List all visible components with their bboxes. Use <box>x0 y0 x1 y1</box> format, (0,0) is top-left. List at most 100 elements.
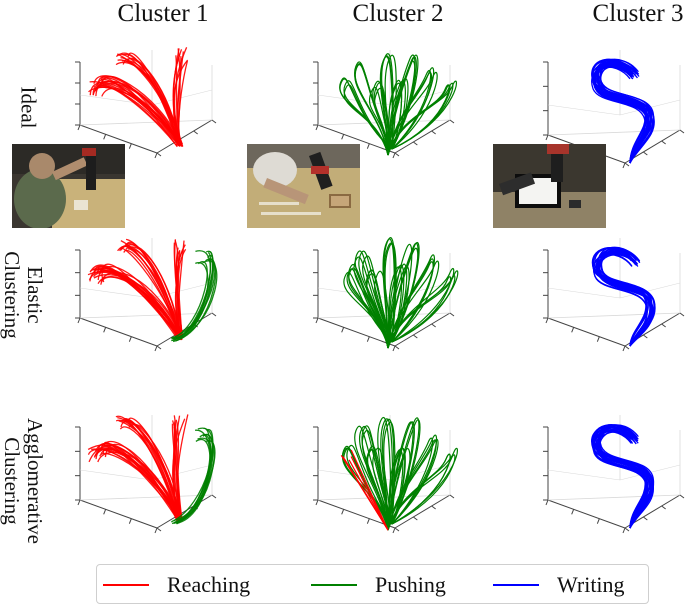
writing-trajectory <box>592 427 648 529</box>
column-title-cluster-2: Cluster 2 <box>352 0 444 27</box>
reaching-spikes-trajectory <box>174 240 181 340</box>
legend-item-pushing: Pushing <box>311 572 446 597</box>
pushing-trajectory <box>366 269 393 349</box>
pushing-trajectory <box>369 86 393 156</box>
row-label-agglomerative-line2: Clustering <box>0 437 24 525</box>
writing-trajectory <box>596 250 651 347</box>
reaching-spikes <box>171 414 189 523</box>
pushing-leaves <box>171 250 218 343</box>
reaching-mixed <box>340 449 389 531</box>
pushing-trajectory <box>387 276 452 349</box>
pushing-trajectory <box>387 267 455 349</box>
plot-agglomerative-cluster-3 <box>543 415 685 534</box>
legend-item-reaching: Reaching <box>103 572 251 597</box>
pushing-trajectory <box>380 55 394 156</box>
row-label-agglomerative-line1: Agglomerative <box>23 418 47 544</box>
pushing-trajectory <box>387 447 458 531</box>
writing-trajectory <box>597 431 652 529</box>
writing-trajectory <box>591 58 646 164</box>
reaching-fan-up-trajectory <box>125 418 182 521</box>
reaching-fan-left <box>88 75 184 148</box>
reaching-fan-left <box>87 263 184 341</box>
legend-swatch-writing <box>493 584 539 586</box>
plot-agglomerative-cluster-1 <box>75 414 217 534</box>
pushing-trajectory <box>387 265 410 349</box>
reaching-trajectory <box>348 459 389 531</box>
legend-label-reaching: Reaching <box>167 572 251 597</box>
pushing-leaves-trajectory <box>175 427 214 524</box>
legend-item-writing: Writing <box>493 572 625 597</box>
pushing-trajectory <box>374 270 393 349</box>
writing-s-curve <box>591 424 655 529</box>
reaching-spikes-trajectory <box>176 240 185 338</box>
pushing-trajectory <box>343 271 393 349</box>
reaching-fan-left-trajectory <box>89 264 180 338</box>
pushing-trajectory <box>339 78 393 156</box>
pushing-trajectory <box>387 454 456 531</box>
pushing-trajectory <box>387 264 405 349</box>
row-label-agglomerative-clustering: Agglomerative Clustering <box>0 406 47 556</box>
writing-trajectory <box>593 66 649 164</box>
pushing-trajectory <box>373 82 393 156</box>
pushing-trajectory <box>387 449 404 531</box>
column-title-cluster-1: Cluster 1 <box>117 0 209 27</box>
reaching-fan-up <box>117 238 184 340</box>
reaching-trajectory <box>340 454 389 531</box>
axes-box <box>313 50 455 159</box>
reaching-fan-up-trajectory <box>125 238 181 338</box>
pushing-tulip <box>339 53 457 156</box>
reaching-spikes-trajectory <box>177 248 187 340</box>
reaching-fan-left-trajectory <box>95 84 178 147</box>
pushing-tulip <box>341 416 458 531</box>
reaching-spikes-trajectory <box>175 247 181 337</box>
plot-ideal-cluster-1 <box>75 47 217 159</box>
row-label-elastic-line1: Elastic <box>23 266 47 324</box>
plot-agglomerative-cluster-2 <box>313 415 458 534</box>
legend-swatch-reaching <box>103 584 149 586</box>
pushing-trajectory <box>387 448 411 531</box>
plot-ideal-cluster-3 <box>543 50 685 169</box>
reaching-spikes-trajectory <box>173 47 188 146</box>
row-label-ideal-line1: Ideal <box>16 86 41 129</box>
writing-trajectory <box>598 254 654 347</box>
pushing-trajectory <box>387 274 456 349</box>
reaching-fan-left-trajectory <box>100 449 180 519</box>
reaching-fan-left-trajectory <box>101 270 182 341</box>
writing-trajectory <box>597 246 653 347</box>
plot-elastic-cluster-1 <box>75 238 218 352</box>
reaching-fan-up-trajectory <box>122 53 180 145</box>
pushing-trajectory <box>387 417 420 531</box>
pushing-trajectory <box>354 250 393 349</box>
row-label-elastic-line2: Clustering <box>0 251 24 339</box>
column-title-cluster-3: Cluster 3 <box>592 0 684 27</box>
pushing-trajectory <box>387 78 409 156</box>
reaching-fan-up-trajectory <box>123 249 182 340</box>
pushing-trajectory <box>387 84 450 156</box>
pushing-trajectory <box>387 453 451 531</box>
reaching-fan-up-trajectory <box>115 53 179 145</box>
row-label-ideal: Ideal <box>16 78 41 138</box>
photo-pushing-demo <box>247 144 360 228</box>
reaching-fan-left-trajectory <box>92 85 179 145</box>
legend-label-pushing: Pushing <box>375 572 446 597</box>
reaching-spikes-trajectory <box>172 49 183 147</box>
photo-reaching-demo <box>12 144 125 228</box>
plot-ideal-cluster-2 <box>313 50 457 159</box>
legend: Reaching Pushing Writing <box>96 564 649 604</box>
reaching-spikes <box>172 47 189 147</box>
reaching-fan-left-trajectory <box>94 443 182 521</box>
photo-writing-demo <box>493 144 606 228</box>
reaching-fan-up-trajectory <box>128 423 180 519</box>
reaching-fan-left-trajectory <box>100 263 179 340</box>
reaching-fan-left-trajectory <box>91 448 180 523</box>
pushing-trajectory <box>387 447 406 531</box>
pushing-leaves <box>171 427 216 525</box>
reaching-spikes-trajectory <box>172 418 186 520</box>
axes-box <box>543 238 685 352</box>
reaching-spikes <box>173 239 187 340</box>
reaching-fan-left-trajectory <box>90 267 183 340</box>
reaching-fan-left-trajectory <box>93 84 179 146</box>
reaching-spikes-trajectory <box>173 415 181 521</box>
writing-s-curve <box>591 246 656 347</box>
reaching-spikes-trajectory <box>171 423 180 519</box>
